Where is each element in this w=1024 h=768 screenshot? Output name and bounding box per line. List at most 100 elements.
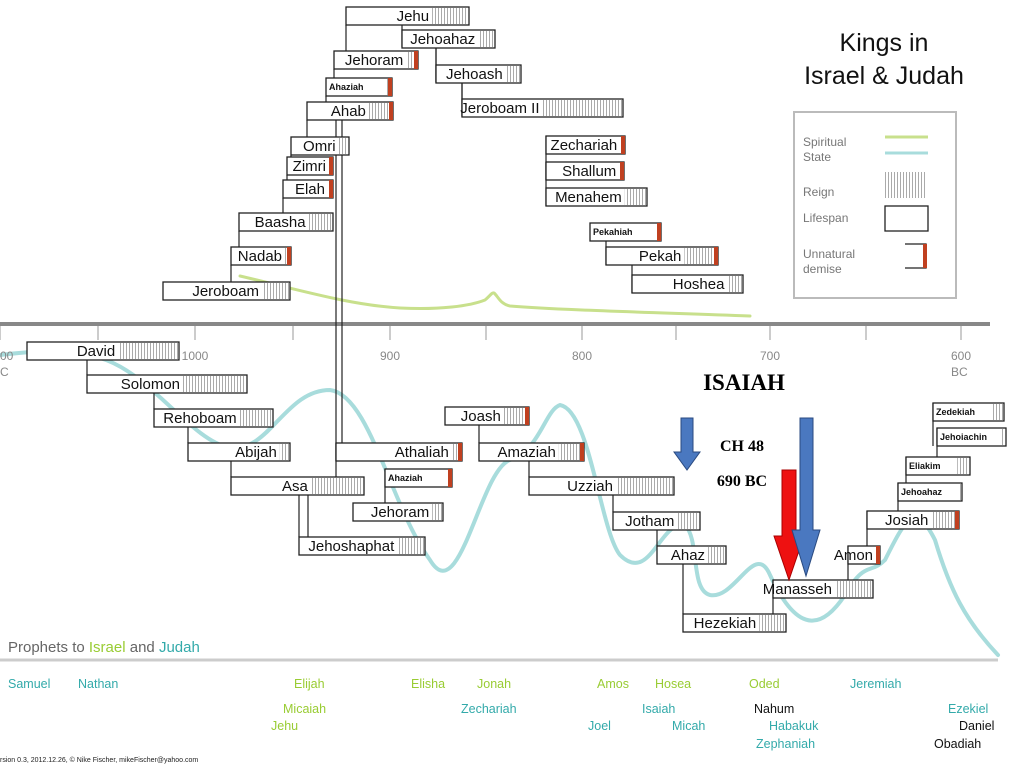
- king-name-label: Jehoshaphat: [308, 538, 395, 555]
- judah-king-jehoshaphat[interactable]: Jehoshaphat: [298, 536, 426, 556]
- reign-bar: [958, 484, 961, 500]
- king-name-label: Jeroboam: [192, 283, 259, 300]
- reign-bar: [432, 8, 468, 24]
- prophets-heading-judah: Judah: [159, 639, 200, 656]
- unnatural-demise-marker: [388, 78, 392, 96]
- prophet-hosea: Hosea: [655, 677, 691, 691]
- israel-king-jehoash[interactable]: Jehoash: [435, 64, 522, 84]
- judah-king-josiah[interactable]: Josiah: [866, 510, 960, 530]
- unnatural-demise-marker: [329, 180, 333, 198]
- king-name-label: Manasseh: [763, 581, 832, 598]
- israel-king-menahem[interactable]: Menahem: [545, 187, 648, 207]
- king-name-label: Abijah: [235, 444, 277, 461]
- lifespan-box: [545, 187, 648, 207]
- unnatural-demise-marker: [287, 247, 291, 265]
- reign-bar: [503, 408, 528, 424]
- judah-king-jehoahaz[interactable]: Jehoahaz: [897, 482, 963, 502]
- judah-king-joash[interactable]: Joash: [444, 406, 530, 426]
- prophet-elijah: Elijah: [294, 677, 325, 691]
- judah-king-ahaz[interactable]: Ahaz: [656, 545, 727, 565]
- reign-bar: [368, 103, 392, 119]
- israel-king-pekahiah[interactable]: Pekahiah: [589, 222, 662, 242]
- israel-king-jehu[interactable]: Jehu: [345, 6, 470, 26]
- king-name-label: Eliakim: [909, 461, 941, 471]
- legend-spiritual-label: Spiritual: [803, 135, 846, 149]
- judah-king-jotham[interactable]: Jotham: [612, 511, 701, 531]
- reign-bar: [432, 504, 442, 520]
- israel-king-elah[interactable]: Elah: [282, 179, 334, 199]
- israel-king-shallum[interactable]: Shallum: [545, 161, 625, 181]
- judah-king-zedekiah[interactable]: Zedekiah: [932, 402, 1005, 422]
- blue-arrow-small: [673, 417, 701, 471]
- israel-king-nadab[interactable]: Nadab: [230, 246, 292, 266]
- unnatural-demise-marker: [329, 157, 333, 175]
- unnatural-demise-marker: [525, 407, 529, 425]
- reign-bar: [239, 410, 272, 426]
- judah-king-athaliah[interactable]: Athaliah: [335, 442, 463, 462]
- judah-king-david[interactable]: David: [26, 341, 180, 361]
- judah-king-jehoiachin[interactable]: Jehoiachin: [936, 427, 1007, 447]
- judah-king-amaziah[interactable]: Amaziah: [478, 442, 585, 462]
- israel-king-jeroboam-ii[interactable]: Jeroboam II: [460, 98, 624, 118]
- lifespan-box: [290, 136, 350, 156]
- king-name-label: Amon: [834, 547, 873, 564]
- israel-king-jehoahaz[interactable]: Jehoahaz: [401, 29, 496, 49]
- prophet-obadiah: Obadiah: [934, 737, 981, 751]
- reign-bar: [338, 138, 348, 154]
- israel-king-baasha[interactable]: Baasha: [238, 212, 334, 232]
- reign-bar: [478, 31, 494, 47]
- king-name-label: Ahaziah: [329, 82, 364, 92]
- king-name-label: Menahem: [555, 189, 622, 206]
- judah-king-amon[interactable]: Amon: [834, 545, 881, 565]
- king-name-label: Ahaz: [671, 547, 705, 564]
- unnatural-demise-marker: [414, 51, 418, 69]
- reign-bar: [279, 444, 289, 460]
- israel-king-omri[interactable]: Omri: [290, 136, 350, 156]
- reign-bar: [708, 547, 725, 563]
- judah-king-jehoram[interactable]: Jehoram: [352, 502, 444, 522]
- reign-bar: [677, 513, 699, 529]
- judah-king-ahaziah[interactable]: Ahaziah: [384, 468, 453, 488]
- judah-king-rehoboam[interactable]: Rehoboam: [153, 408, 274, 428]
- prophet-ezekiel: Ezekiel: [948, 702, 988, 716]
- reign-bar: [118, 343, 178, 359]
- king-name-label: Jehoahaz: [901, 487, 943, 497]
- prophets-heading-israel: Israel: [89, 639, 126, 656]
- unnatural-demise-marker: [448, 469, 452, 487]
- israel-king-jeroboam[interactable]: Jeroboam: [162, 281, 291, 301]
- legend-lifespan-swatch: [884, 205, 929, 232]
- judah-king-manasseh[interactable]: Manasseh: [763, 579, 874, 599]
- israel-king-pekah[interactable]: Pekah: [605, 246, 719, 266]
- israel-king-zechariah[interactable]: Zechariah: [545, 135, 626, 155]
- israel-king-jehoram[interactable]: Jehoram: [333, 50, 419, 70]
- king-name-label: David: [77, 343, 115, 360]
- judah-king-eliakim[interactable]: Eliakim: [905, 456, 971, 476]
- king-name-label: Josiah: [885, 512, 928, 529]
- israel-king-zimri[interactable]: Zimri: [286, 156, 334, 176]
- reign-bar: [262, 283, 289, 299]
- reign-bar: [759, 615, 785, 631]
- unnatural-demise-marker: [389, 102, 393, 120]
- prophet-micaiah: Micaiah: [283, 702, 326, 716]
- king-name-label: Jehoiachin: [940, 432, 987, 442]
- israel-king-ahab[interactable]: Ahab: [306, 101, 394, 121]
- lifespan-box: [631, 274, 744, 294]
- prophet-jehu: Jehu: [271, 719, 298, 733]
- prophet-jeremiah: Jeremiah: [850, 677, 901, 691]
- judah-king-hezekiah[interactable]: Hezekiah: [682, 613, 787, 633]
- reign-bar: [684, 248, 717, 264]
- israel-king-ahaziah[interactable]: Ahaziah: [325, 77, 393, 97]
- king-name-label: Jeroboam II: [460, 100, 539, 117]
- judah-king-asa[interactable]: Asa: [230, 476, 365, 496]
- judah-king-solomon[interactable]: Solomon: [86, 374, 248, 394]
- prophet-zechariah: Zechariah: [461, 702, 517, 716]
- judah-king-uzziah[interactable]: Uzziah: [528, 476, 675, 496]
- king-name-label: Joash: [461, 408, 501, 425]
- judah-king-abijah[interactable]: Abijah: [187, 442, 291, 462]
- israel-king-hoshea[interactable]: Hoshea: [631, 274, 744, 294]
- axis-tick-label: 800: [572, 349, 592, 363]
- legend-reign-label: Reign: [803, 185, 834, 199]
- lifespan-box: [435, 64, 522, 84]
- prophet-samuel: Samuel: [8, 677, 50, 691]
